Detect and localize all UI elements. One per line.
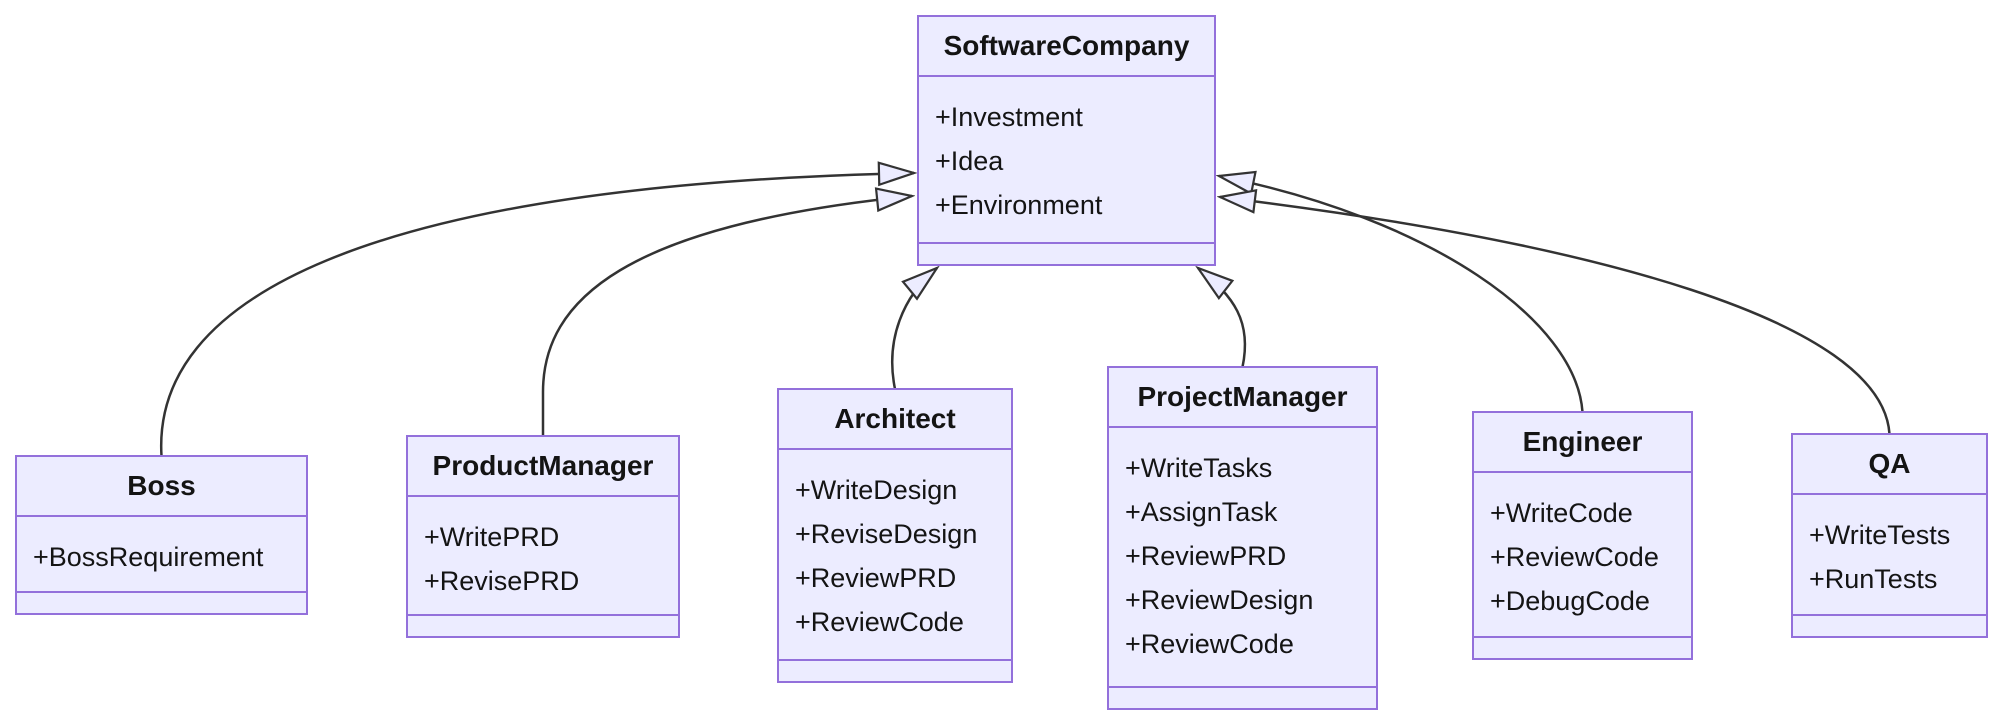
class-title-architect: Architect xyxy=(779,390,1011,450)
class-methods-empty xyxy=(779,659,1011,681)
class-methods-empty xyxy=(408,614,678,636)
class-member: +ReviseDesign xyxy=(795,519,978,549)
class-members-softwarecompany: +Investment +Idea +Environment xyxy=(919,77,1214,242)
class-member: +ReviewPRD xyxy=(795,563,957,593)
class-box-architect: Architect +WriteDesign +ReviseDesign +Re… xyxy=(777,388,1013,683)
class-member: +WriteCode xyxy=(1490,498,1633,528)
class-title-qa: QA xyxy=(1793,435,1986,495)
class-member: +RevisePRD xyxy=(424,566,580,596)
class-methods-empty xyxy=(17,591,306,613)
edge-productmanager-to-softwarecompany xyxy=(541,196,912,436)
class-member: +Idea xyxy=(935,146,1004,176)
edge-boss-to-softwarecompany xyxy=(160,173,914,457)
class-methods-empty xyxy=(919,242,1214,264)
class-box-productmanager: ProductManager +WritePRD +RevisePRD xyxy=(406,435,680,638)
edge-engineer-to-softwarecompany xyxy=(1219,176,1584,413)
class-box-engineer: Engineer +WriteCode +ReviewCode +DebugCo… xyxy=(1472,411,1693,660)
class-members-projectmanager: +WriteTasks +AssignTask +ReviewPRD +Revi… xyxy=(1109,428,1376,686)
class-member: +Investment xyxy=(935,102,1083,132)
class-title-softwarecompany: SoftwareCompany xyxy=(919,17,1214,77)
edge-qa-to-softwarecompany xyxy=(1220,197,1891,435)
edge-architect-to-softwarecompany xyxy=(891,268,937,390)
class-box-softwarecompany: SoftwareCompany +Investment +Idea +Envir… xyxy=(917,15,1216,266)
class-member: +BossRequirement xyxy=(33,542,264,572)
class-member: +ReviewPRD xyxy=(1125,541,1287,571)
class-members-engineer: +WriteCode +ReviewCode +DebugCode xyxy=(1474,473,1691,636)
class-member: +AssignTask xyxy=(1125,497,1278,527)
class-members-boss: +BossRequirement xyxy=(17,517,306,591)
class-member: +DebugCode xyxy=(1490,586,1650,616)
class-member: +ReviewCode xyxy=(1490,542,1659,572)
class-box-projectmanager: ProjectManager +WriteTasks +AssignTask +… xyxy=(1107,366,1378,710)
class-members-qa: +WriteTests +RunTests xyxy=(1793,495,1986,614)
class-member: +Environment xyxy=(935,190,1103,220)
class-member: +ReviewCode xyxy=(1125,629,1294,659)
edge-projectmanager-to-softwarecompany xyxy=(1198,268,1247,368)
class-member: +RunTests xyxy=(1809,564,1938,594)
class-title-projectmanager: ProjectManager xyxy=(1109,368,1376,428)
class-methods-empty xyxy=(1109,686,1376,708)
class-title-boss: Boss xyxy=(17,457,306,517)
class-methods-empty xyxy=(1474,636,1691,658)
class-member: +ReviewCode xyxy=(795,607,964,637)
class-methods-empty xyxy=(1793,614,1986,636)
class-member: +WriteTests xyxy=(1809,520,1951,550)
class-member: +WriteDesign xyxy=(795,475,958,505)
class-member: +WritePRD xyxy=(424,522,560,552)
class-title-productmanager: ProductManager xyxy=(408,437,678,497)
class-members-architect: +WriteDesign +ReviseDesign +ReviewPRD +R… xyxy=(779,450,1011,659)
class-title-engineer: Engineer xyxy=(1474,413,1691,473)
class-box-boss: Boss +BossRequirement xyxy=(15,455,308,615)
class-members-productmanager: +WritePRD +RevisePRD xyxy=(408,497,678,614)
class-box-qa: QA +WriteTests +RunTests xyxy=(1791,433,1988,638)
class-member: +WriteTasks xyxy=(1125,453,1273,483)
class-member: +ReviewDesign xyxy=(1125,585,1314,615)
